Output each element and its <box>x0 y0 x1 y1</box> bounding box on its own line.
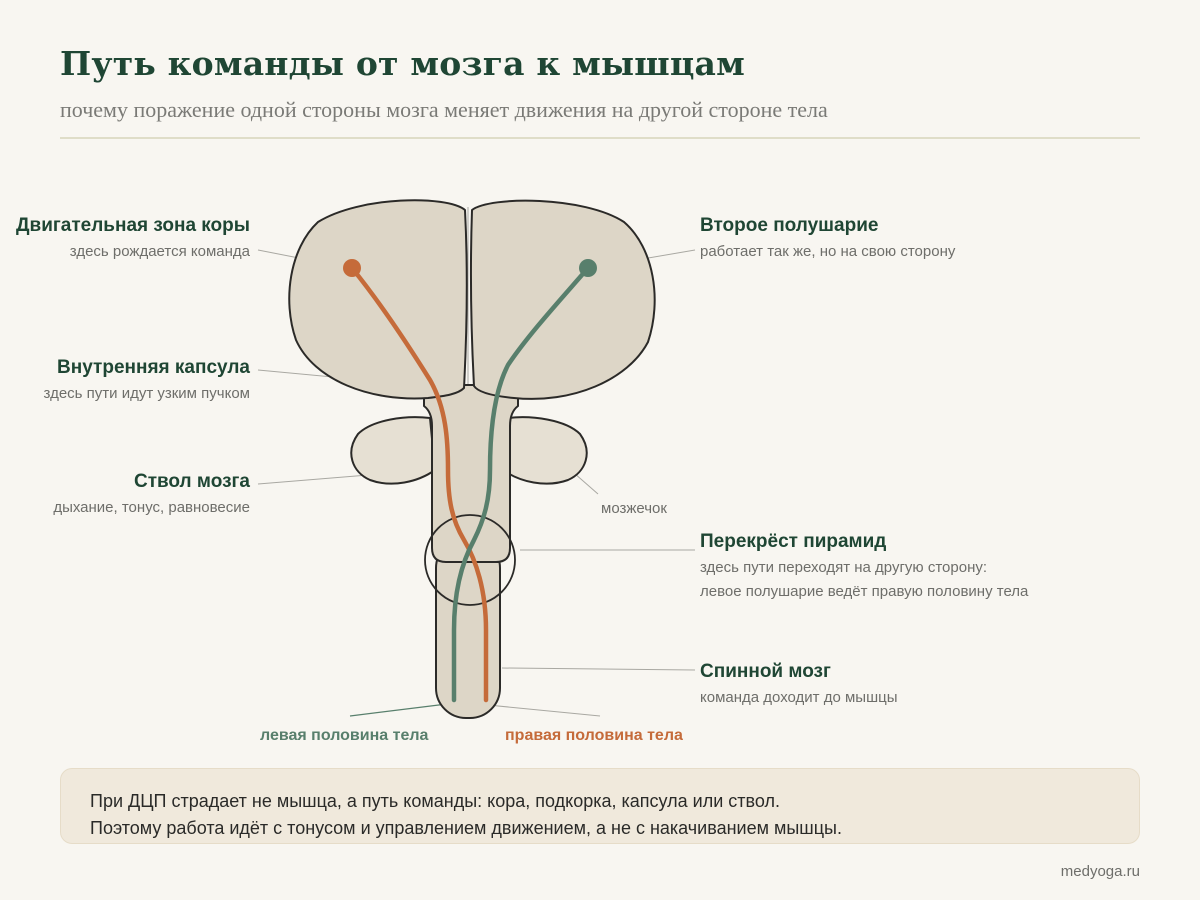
right-body-half-label: правая половина тела <box>505 727 683 744</box>
label-brainstem: Ствол мозга дыхание, тонус, равновесие <box>53 470 250 520</box>
brainstem <box>423 384 519 563</box>
note-box: При ДЦП страдает не мышца, а путь команд… <box>60 768 1140 844</box>
label-second-hemisphere: Второе полушарие работает так же, но на … <box>700 214 955 264</box>
spinal-cord <box>435 537 501 719</box>
label-decussation-line2: левое полушарие ведёт правую половину те… <box>700 583 1029 600</box>
divider <box>60 137 1140 139</box>
label-motor-cortex-heading: Двигательная зона коры <box>15 215 250 236</box>
decussation-circle <box>424 514 516 606</box>
label-second-hemisphere-text: работает так же, но на свою сторону <box>700 243 956 260</box>
left-body-half-label: левая половина тела <box>260 727 429 744</box>
label-decussation-line1: здесь пути переходят на другую сторону: <box>700 559 988 576</box>
label-internal-capsule-text: здесь пути идут узким пучком <box>43 385 250 402</box>
label-decussation-heading: Перекрёст пирамид <box>700 531 887 552</box>
leader-right-body <box>487 704 601 717</box>
note-line-2: Поэтому работа идёт с тонусом и управлен… <box>90 818 842 838</box>
label-spinal-cord-heading: Спинной мозг <box>700 661 831 682</box>
page-subtitle: почему поражение одной стороны мозга мен… <box>60 97 828 122</box>
note-line-1: При ДЦП страдает не мышца, а путь команд… <box>90 791 780 811</box>
green-motor-path <box>451 265 591 703</box>
cerebellum-left-lobe <box>350 416 436 485</box>
label-second-hemisphere-heading: Второе полушарие <box>700 215 879 236</box>
cerebellum-right-lobe <box>502 416 588 485</box>
second-hemisphere-dot <box>579 259 597 277</box>
leader-spinal-cord <box>501 667 696 671</box>
leader-left-body <box>349 702 456 717</box>
motor-cortex-dot <box>343 259 361 277</box>
label-decussation: Перекрёст пирамид здесь пути переходят н… <box>700 530 1028 604</box>
label-spinal-cord: Спинной мозг команда доходит до мышцы <box>700 660 897 710</box>
label-cerebellum: мозжечок <box>601 500 667 517</box>
page-title: Путь команды от мозга к мышцам <box>60 44 745 83</box>
label-brainstem-heading: Ствол мозга <box>133 471 250 492</box>
label-internal-capsule: Внутренняя капсула здесь пути идут узким… <box>44 356 250 406</box>
label-internal-capsule-heading: Внутренняя капсула <box>57 357 250 378</box>
footer-site: medyoga.ru <box>1060 863 1140 880</box>
orange-motor-path <box>349 265 489 703</box>
label-motor-cortex: Двигательная зона коры здесь рождается к… <box>16 214 250 264</box>
label-motor-cortex-text: здесь рождается команда <box>69 243 250 260</box>
label-brainstem-text: дыхание, тонус, равновесие <box>53 499 250 516</box>
label-spinal-cord-text: команда доходит до мышцы <box>700 689 898 706</box>
